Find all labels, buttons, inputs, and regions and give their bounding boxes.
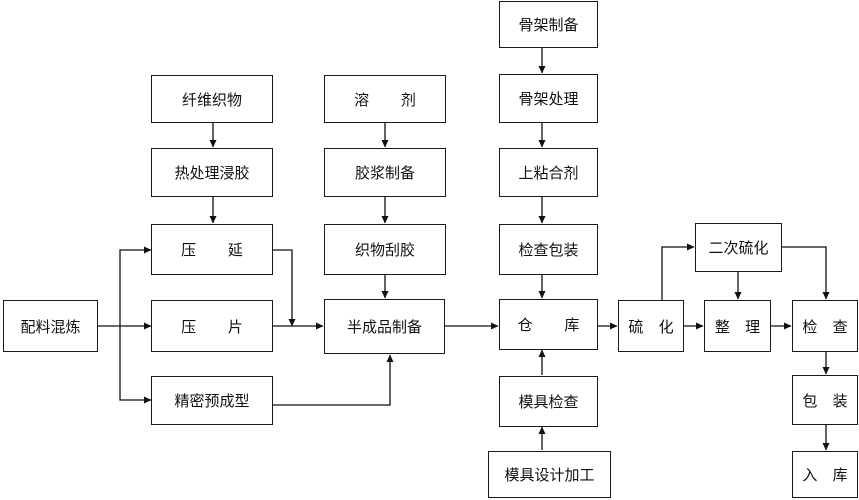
node-solvent: 溶 剂 (324, 75, 446, 123)
node-inspect-pack: 检查包装 (499, 224, 598, 275)
node-fiber-fabric: 纤维织物 (151, 75, 273, 123)
node-heat-dip: 热处理浸胶 (151, 148, 273, 197)
edge-preform-to-semi (273, 354, 394, 406)
edge-second-to-inspection (782, 246, 830, 300)
node-trimming: 整 理 (704, 300, 771, 352)
node-precision-preform: 精密预成型 (151, 376, 273, 425)
edge-calendering-to-semi (273, 249, 296, 327)
node-fabric-coating: 织物刮胶 (324, 224, 446, 275)
node-warehouse: 仓 库 (499, 299, 598, 350)
node-inspection: 检 查 (792, 300, 858, 352)
node-sheeting: 压 片 (151, 300, 273, 352)
node-frame-prep: 骨架制备 (499, 1, 598, 48)
node-second-vulcanize: 二次硫化 (695, 223, 782, 272)
node-mold-design: 模具设计加工 (488, 451, 611, 498)
node-semi-product: 半成品制备 (324, 299, 445, 354)
node-vulcanize: 硫 化 (618, 300, 684, 352)
node-mold-inspect: 模具检查 (499, 376, 598, 427)
node-frame-treat: 骨架处理 (499, 74, 598, 123)
node-packing: 包 装 (792, 375, 858, 425)
node-glue-prep: 胶浆制备 (324, 148, 446, 197)
node-mixing: 配料混炼 (3, 300, 98, 352)
edge-mixing-to-calendering (119, 246, 152, 326)
node-calendering: 压 延 (151, 224, 273, 275)
node-storage: 入 库 (792, 451, 858, 498)
edge-vulcanize-to-second (661, 243, 695, 300)
node-adhesive: 上粘合剂 (499, 148, 598, 197)
edge-mixing-to-preform (119, 326, 152, 404)
